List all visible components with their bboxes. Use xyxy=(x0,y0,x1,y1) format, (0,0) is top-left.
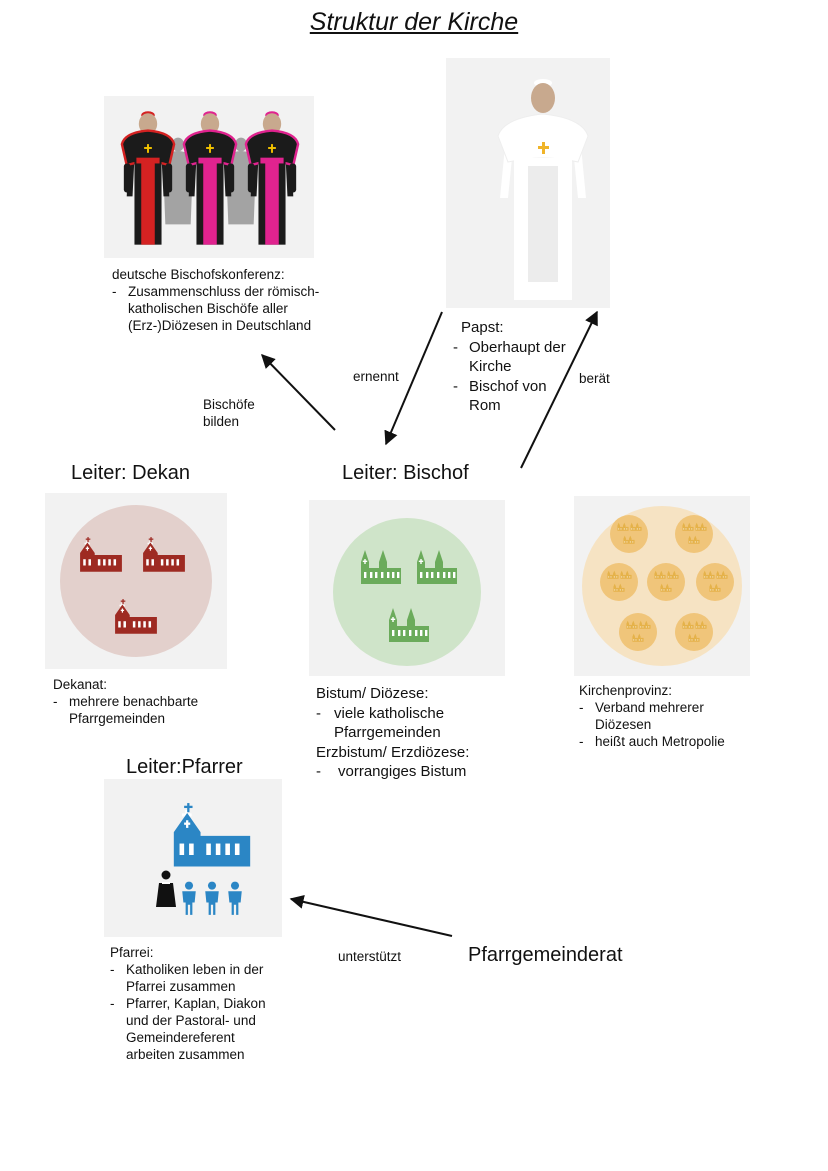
dekanat-list: mehrere benachbarte Pfarrgemeinden xyxy=(53,693,223,727)
person-icon xyxy=(182,881,196,915)
pope-head xyxy=(531,83,555,113)
arrow-unterstuetzt xyxy=(289,894,453,937)
pfarrei-illustration xyxy=(156,803,251,915)
label-ernennt: ernennt xyxy=(353,369,399,384)
provinz-item-1: Verband mehrerer Diözesen xyxy=(579,699,729,733)
bischofskonferenz-text: deutsche Bischofskonferenz: Zusammenschl… xyxy=(112,266,362,334)
provinz-text: Kirchenprovinz: Verband mehrerer Diözese… xyxy=(579,682,769,750)
bistum-heading: Leiter: Bischof xyxy=(342,462,469,484)
bishops-illustration xyxy=(120,110,300,246)
papst-item-2: Bischof von Rom xyxy=(453,377,571,416)
dekanat-item: mehrere benachbarte Pfarrgemeinden xyxy=(53,693,223,727)
dekanat-circle xyxy=(60,505,212,657)
label-beraet: berät xyxy=(579,371,610,386)
pfarrgemeinderat-label: Pfarrgemeinderat xyxy=(468,944,623,966)
bischofskonferenz-image xyxy=(104,96,314,258)
provinz-item-2: heißt auch Metropolie xyxy=(579,733,729,750)
pfarrei-image xyxy=(104,779,282,937)
papst-label: Papst: xyxy=(461,319,504,336)
page-title: Struktur der Kirche xyxy=(309,8,519,36)
diocese-dot xyxy=(647,563,685,601)
pfarrei-item-2: Pfarrer, Kaplan, Diakon und der Pastoral… xyxy=(110,995,266,1063)
diocese-dot xyxy=(600,563,638,601)
provinz-illustration xyxy=(582,506,742,666)
bischofskonferenz-list: Zusammenschluss der römisch-katholischen… xyxy=(112,283,342,334)
pope-mozzetta xyxy=(497,113,589,163)
erzbistum-list: vorrangiges Bistum xyxy=(316,762,506,782)
provinz-list: Verband mehrerer Diözesen heißt auch Met… xyxy=(579,699,729,750)
pope-illustration xyxy=(497,79,589,300)
church-icon xyxy=(173,803,251,867)
label-unterstuetzt: unterstützt xyxy=(338,949,402,964)
dekanat-label: Dekanat: xyxy=(53,677,108,692)
dekanat-illustration xyxy=(60,505,212,657)
bistum-label: Bistum/ Diözese: xyxy=(316,685,429,702)
diocese-dot xyxy=(619,613,657,651)
bistum-text: Bistum/ Diözese: viele katholische Pfarr… xyxy=(316,684,516,782)
bistum-circle xyxy=(333,518,481,666)
provinz-image xyxy=(574,496,750,676)
pope-sash xyxy=(528,166,558,282)
dekanat-text: Dekanat: mehrere benachbarte Pfarrgemein… xyxy=(53,676,243,727)
bischofskonferenz-label: deutsche Bischofskonferenz: xyxy=(112,267,285,282)
bistum-image xyxy=(309,500,505,676)
diocese-dot xyxy=(696,563,734,601)
papst-image xyxy=(446,58,610,308)
pope-cross-h xyxy=(538,146,549,149)
bistum-illustration xyxy=(333,518,481,666)
provinz-label: Kirchenprovinz: xyxy=(579,683,673,698)
person-icon xyxy=(228,881,242,915)
dekanat-image xyxy=(45,493,227,669)
bistum-item: viele katholische Pfarrgemeinden xyxy=(316,704,486,743)
diocese-dot xyxy=(675,613,713,651)
bishop-pink-1 xyxy=(182,110,238,246)
bischofskonferenz-item: Zusammenschluss der römisch-katholischen… xyxy=(112,283,342,334)
erzbistum-item: vorrangiges Bistum xyxy=(316,762,506,782)
bishop-pink-2 xyxy=(244,110,300,246)
priest-icon xyxy=(156,870,176,907)
bistum-list: viele katholische Pfarrgemeinden xyxy=(316,704,486,743)
label-bischoefe-bilden: Bischöfe bilden xyxy=(203,397,255,429)
erzbistum-label: Erzbistum/ Erzdiözese: xyxy=(316,743,470,761)
diocese-dot xyxy=(610,515,648,553)
pfarrei-label: Pfarrei: xyxy=(110,945,154,960)
bishop-red xyxy=(120,110,176,246)
pfarrei-item-1: Katholiken leben in der Pfarrei zusammen xyxy=(110,961,290,995)
pfarrei-list: Katholiken leben in der Pfarrei zusammen… xyxy=(110,961,290,1063)
person-icon xyxy=(205,881,219,915)
papst-item-1: Oberhaupt der Kirche xyxy=(453,338,571,377)
diocese-dot xyxy=(675,515,713,553)
papst-list: Oberhaupt der Kirche Bischof von Rom xyxy=(453,338,571,416)
pfarrei-heading: Leiter:Pfarrer xyxy=(126,756,243,778)
dekanat-heading: Leiter: Dekan xyxy=(71,462,190,484)
pfarrei-text: Pfarrei: Katholiken leben in der Pfarrei… xyxy=(110,944,310,1063)
papst-text: Papst: Oberhaupt der Kirche Bischof von … xyxy=(453,318,571,416)
